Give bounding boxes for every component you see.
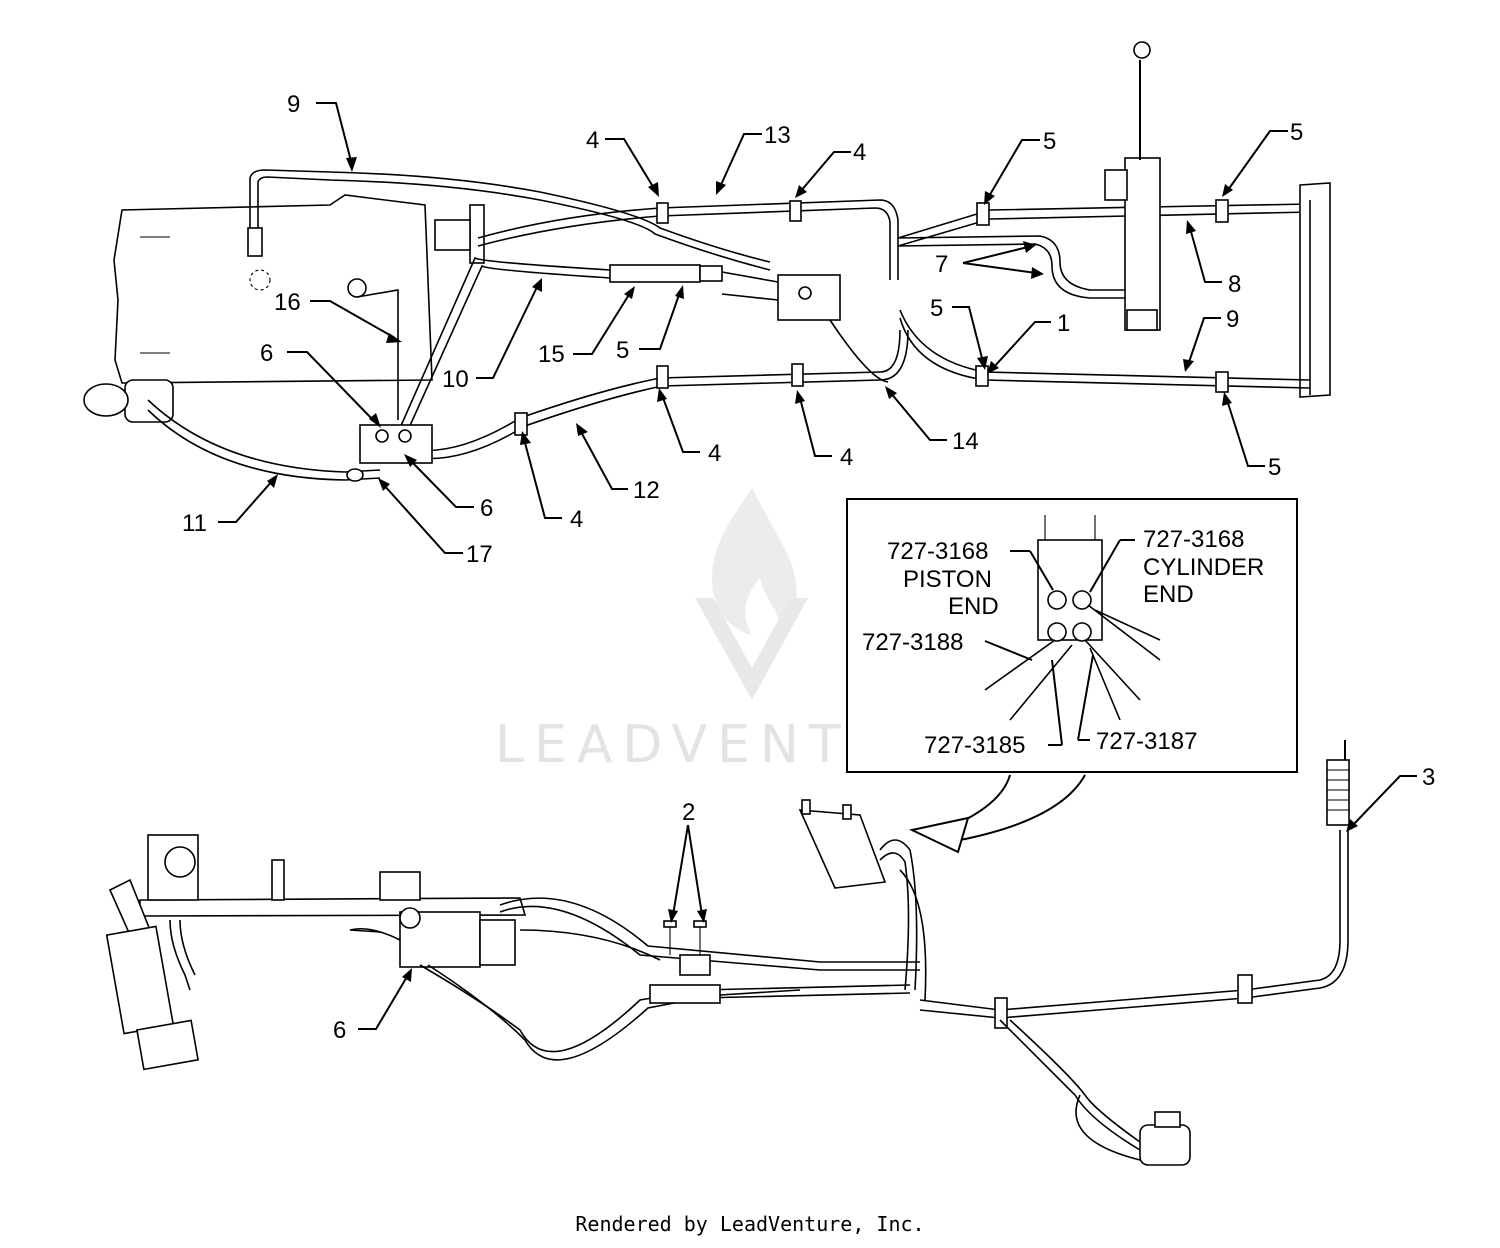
callout-12: 12 xyxy=(633,477,660,504)
callout-3: 3 xyxy=(1422,764,1435,791)
inset-piston-end-label: END xyxy=(948,593,999,620)
inset-detail: 727-3168 PISTON END 727-3168 CYLINDER EN… xyxy=(846,498,1298,773)
inset-cylinder-label: CYLINDER xyxy=(1143,554,1264,581)
callout-4-top-left: 4 xyxy=(586,127,599,154)
callout-13: 13 xyxy=(764,122,791,149)
callout-6-lower: 6 xyxy=(480,495,493,522)
leader-lines xyxy=(218,102,1417,1030)
lower-view-drawing xyxy=(105,740,1350,1166)
callout-9-top: 9 xyxy=(287,91,300,118)
watermark-v-icon xyxy=(695,598,808,700)
inset-part-3188: 727-3188 xyxy=(862,629,963,656)
callout-4-bottom-c: 4 xyxy=(840,444,853,471)
watermark-flame-icon xyxy=(712,488,797,635)
callout-2: 2 xyxy=(682,799,695,826)
callout-4-bottom-b: 4 xyxy=(708,440,721,467)
inset-part-3187: 727-3187 xyxy=(1096,728,1197,755)
callout-5-mid: 5 xyxy=(616,337,629,364)
callout-5-bottom-right: 5 xyxy=(1268,454,1281,481)
footer-credit: Rendered by LeadVenture, Inc. xyxy=(575,1212,925,1236)
callout-4-top-right: 4 xyxy=(853,139,866,166)
callout-5-top-mid: 5 xyxy=(1043,128,1056,155)
transmission-housing xyxy=(113,194,433,384)
callout-10: 10 xyxy=(442,366,469,393)
callout-5-top-right: 5 xyxy=(1290,119,1303,146)
callout-16: 16 xyxy=(274,289,301,316)
callout-labels: 9 4 13 4 5 5 7 8 16 6 10 15 5 5 1 9 11 6… xyxy=(182,91,1435,1044)
inset-cylinder-part-number: 727-3168 xyxy=(1143,526,1244,553)
callout-8: 8 xyxy=(1228,271,1241,298)
inset-piston-part-number: 727-3168 xyxy=(887,538,988,565)
upper-view-drawing xyxy=(83,41,1331,482)
callout-9-right: 9 xyxy=(1226,306,1239,333)
callout-4-bottom-a: 4 xyxy=(570,506,583,533)
callout-17: 17 xyxy=(466,541,493,568)
inset-part-3185: 727-3185 xyxy=(924,732,1025,759)
callout-5-right-mid: 5 xyxy=(930,295,943,322)
callout-1: 1 xyxy=(1057,310,1070,337)
inset-cylinder-end-label: END xyxy=(1143,581,1194,608)
inset-piston-label: PISTON xyxy=(903,566,992,593)
callout-6-upper: 6 xyxy=(260,340,273,367)
callout-14: 14 xyxy=(952,428,979,455)
callout-11: 11 xyxy=(182,510,207,537)
callout-15: 15 xyxy=(538,341,565,368)
inset-pointer-arrowhead xyxy=(908,816,970,854)
callout-6-bottom: 6 xyxy=(333,1017,346,1044)
callout-7: 7 xyxy=(935,251,948,278)
